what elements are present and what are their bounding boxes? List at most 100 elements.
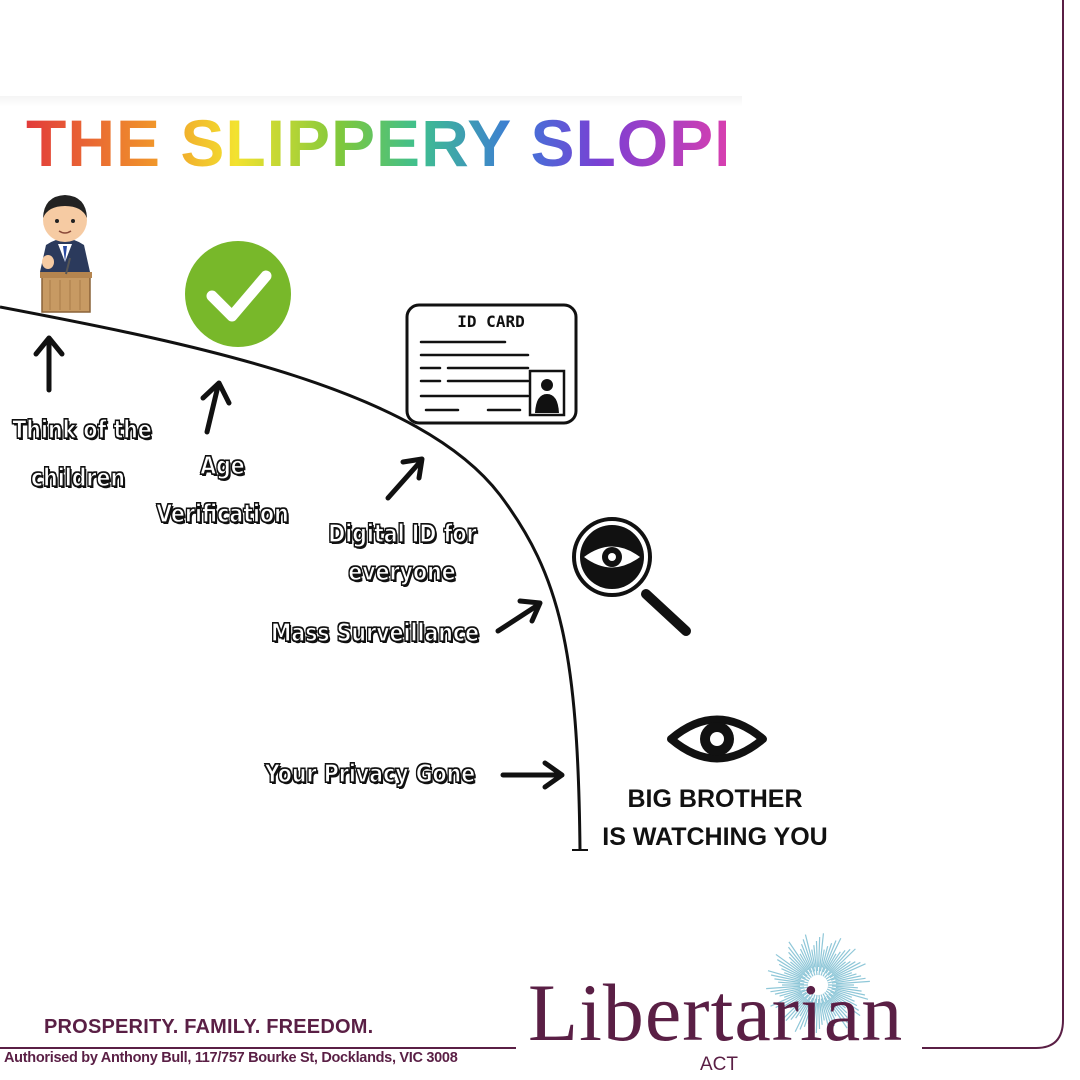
sunburst-ray: [821, 946, 829, 968]
sunburst-ray: [770, 988, 810, 1007]
sunburst-ray: [829, 961, 856, 979]
sunburst-ray: [811, 998, 817, 1021]
step-label-age-verification: Age Verification: [156, 450, 289, 528]
step-label-think-of-children: Think of the children: [12, 414, 152, 492]
sunburst-ray: [818, 937, 821, 968]
sunburst-ray: [831, 961, 846, 974]
sunburst-ray: [825, 937, 842, 970]
authorisation-statement: Authorised by Anthony Bull, 117/757 Bour…: [4, 1050, 458, 1066]
sunburst-ray: [835, 986, 862, 992]
sunburst-ray: [824, 948, 851, 978]
sunburst-ray: [780, 991, 807, 1009]
page-title: THE SLIPPERY SLOPE: [26, 106, 760, 180]
sunburst-ray: [799, 953, 814, 977]
sunburst-ray: [822, 940, 837, 973]
sunburst-ray: [803, 994, 816, 1028]
sunburst-ray: [774, 986, 809, 995]
sunburst-ray: [766, 985, 801, 990]
arrow-think-of-children: [33, 335, 65, 393]
checkmark-icon: [185, 241, 291, 347]
sunburst-ray: [830, 972, 853, 981]
sunburst-ray: [820, 942, 833, 976]
arrow-digital-id: [385, 456, 425, 501]
arrow-privacy-gone: [500, 760, 565, 790]
sunburst-ray: [826, 988, 855, 1002]
sunburst-ray: [790, 998, 808, 1021]
sunburst-ray: [822, 953, 837, 977]
big-brother-line-2: IS WATCHING YOU: [602, 823, 828, 851]
sunburst-ray: [807, 1002, 815, 1024]
sunburst-ray: [785, 992, 812, 1022]
sunburst-ray: [824, 992, 848, 1019]
sunburst-ray: [831, 988, 869, 1000]
sunburst-ray: [775, 992, 803, 1009]
step-label-privacy-gone: Your Privacy Gone: [264, 758, 476, 788]
step-label-mass-surveillance: Mass Surveillance: [270, 617, 480, 647]
sunburst-ray: [831, 985, 858, 989]
sunburst-ray: [823, 997, 837, 1022]
sunburst-ray: [787, 946, 810, 975]
arrow-mass-surveillance: [495, 598, 543, 634]
sunburst-ray: [818, 994, 823, 1025]
sunburst-ray: [819, 949, 825, 972]
sunburst-ray: [825, 951, 841, 974]
sunburst-ray: [818, 933, 825, 976]
sunburst-ray: [788, 941, 809, 971]
sunburst-ray: [779, 989, 801, 997]
sunburst-ray: [820, 994, 834, 1031]
slogan: PROSPERITY. FAMILY. FREEDOM.: [44, 1016, 374, 1038]
sunburst-ray: [817, 998, 821, 1029]
sunburst-ray: [790, 961, 808, 977]
sunburst-ray: [820, 1002, 825, 1021]
title-background: [0, 96, 742, 186]
big-brother-line-1: BIG BROTHER: [627, 785, 803, 813]
brand-subtitle: ACT: [700, 1054, 738, 1075]
step-label-digital-id: Digital ID for everyone: [328, 518, 477, 586]
sunburst-ray: [800, 943, 812, 969]
sunburst-ray: [778, 981, 805, 985]
sunburst-ray: [828, 949, 846, 972]
sunburst-ray: [827, 948, 856, 976]
sunburst-ray: [794, 1000, 811, 1033]
big-brother-caption: BIG BROTHER IS WATCHING YOU: [590, 780, 840, 856]
magnifier-eye-icon: [572, 517, 691, 636]
id-card-icon: ID CARD: [405, 303, 578, 425]
sunburst-ray: [813, 945, 818, 976]
sunburst-ray: [824, 1001, 836, 1027]
sunburst-ray: [780, 994, 809, 1022]
sunburst-ray: [828, 993, 846, 1009]
sunburst-ray: [830, 997, 848, 1014]
eye-icon: [667, 715, 767, 763]
sunburst-ray: [799, 948, 813, 973]
sunburst-ray: [815, 941, 819, 972]
sunburst-ray: [820, 998, 832, 1036]
sunburst-ray: [811, 994, 818, 1037]
sunburst-ray: [835, 973, 857, 981]
sunburst-ray: [825, 990, 861, 1017]
sunburst-ray: [835, 980, 870, 985]
sunburst-ray: [832, 994, 860, 1011]
sunburst-ray: [774, 978, 801, 984]
id-card-title: ID CARD: [457, 312, 524, 331]
sunburst-ray: [827, 975, 862, 984]
sunburst-ray: [781, 968, 810, 982]
sunburst-logo-icon: [766, 933, 870, 1037]
sunburst-ray: [831, 977, 866, 984]
sunburst-ray: [825, 961, 851, 980]
sunburst-ray: [826, 963, 866, 982]
slope-curve: [0, 305, 582, 851]
arrow-age-verification: [200, 380, 232, 435]
sunburst-ray: [788, 951, 812, 978]
sunburst-ray: [785, 990, 811, 1009]
sunburst-ray: [770, 986, 805, 993]
sunburst-ray: [788, 956, 806, 973]
sunburst-ray: [830, 991, 858, 1007]
sunburst-ray: [815, 1002, 818, 1033]
sunburst-ray: [770, 974, 809, 984]
sunburst-ray: [802, 939, 816, 976]
sunburst-ray: [833, 961, 861, 978]
sunburst-ray: [795, 996, 811, 1019]
sunburst-ray: [811, 949, 816, 968]
